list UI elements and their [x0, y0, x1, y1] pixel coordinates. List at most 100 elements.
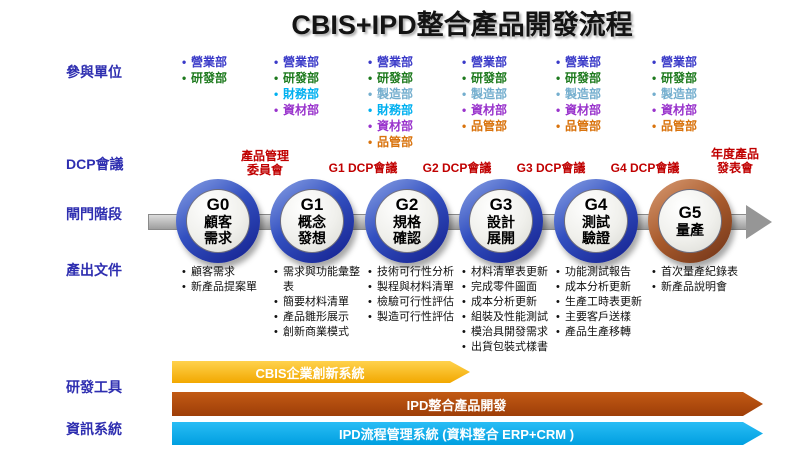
- bullet-icon: •: [652, 119, 657, 133]
- list-item-label: 資材部: [377, 119, 414, 133]
- bullet-icon: •: [652, 281, 656, 293]
- bullet-icon: •: [368, 266, 372, 278]
- gate-g3-face: G3 設計 展開: [469, 189, 533, 253]
- list-item-label: 財務部: [377, 103, 414, 117]
- dcp-event-g2-meeting: G2 DCP會議: [422, 161, 492, 175]
- list-item: • 財務部: [368, 102, 460, 118]
- departments-column-g0: • 營業部•研發部: [182, 54, 274, 86]
- bullet-icon: •: [274, 296, 278, 308]
- bar-label: CBIS企業創新系統: [255, 365, 365, 381]
- outputs-column-g3: •材料清單表更新•完成零件圖面•成本分析更新•組裝及性能測試•模治具開發需求•出…: [462, 265, 554, 355]
- list-item: •成本分析更新: [556, 280, 648, 295]
- list-item-label: 首次量產紀錄表: [661, 266, 738, 278]
- list-item-label: 檢驗可行性評估: [377, 296, 454, 308]
- gate-label: 測試 驗證: [582, 214, 610, 246]
- list-item-label: 組裝及性能測試: [471, 311, 548, 323]
- dcp-event-product-mgmt-committee: 產品管理 委員會: [240, 149, 290, 177]
- list-item-label: 研發部: [377, 71, 414, 85]
- list-item: •新產品提案單: [182, 280, 274, 295]
- list-item: •資材部: [274, 102, 366, 118]
- list-item-label: 出貨包裝式樣書: [471, 341, 548, 353]
- gate-label: 顧客 需求: [204, 214, 232, 246]
- bullet-icon: •: [556, 87, 561, 101]
- list-item-label: 營業部: [283, 55, 320, 69]
- bullet-icon: •: [274, 311, 278, 323]
- bullet-icon: •: [182, 55, 187, 69]
- bullet-icon: •: [368, 135, 373, 149]
- list-item-label: 製造部: [661, 87, 698, 101]
- bullet-icon: •: [462, 87, 467, 101]
- list-item: •完成零件圖面: [462, 280, 554, 295]
- departments-column-g2: •營業部•研發部•製造部•財務部•資材部•品管部: [368, 54, 460, 150]
- list-item: •模治具開發需求: [462, 325, 554, 340]
- list-item-label: 產品生產移轉: [565, 326, 631, 338]
- row-label-output-documents: 產出文件: [66, 262, 122, 278]
- bullet-icon: •: [556, 311, 560, 323]
- list-item-label: 研發部: [661, 71, 698, 85]
- list-item-label: 資材部: [471, 103, 508, 117]
- list-item: • 營業部: [182, 54, 274, 70]
- bullet-icon: •: [182, 266, 186, 278]
- gate-g2: G2 規格 確認: [365, 179, 449, 263]
- list-item: •檢驗可行性評估: [368, 295, 460, 310]
- gate-g5-face: G5 量產: [658, 189, 722, 253]
- outputs-column-g0: • 顧客需求 •新產品提案單: [182, 265, 274, 295]
- list-item: •研發部: [182, 70, 274, 86]
- bullet-icon: •: [182, 71, 187, 85]
- list-item: •生產工時表更新: [556, 295, 648, 310]
- bullet-icon: •: [182, 281, 186, 293]
- bullet-icon: •: [368, 311, 372, 323]
- list-item: •品管部: [462, 118, 554, 134]
- gate-g2-face: G2 規格 確認: [375, 189, 439, 253]
- process-track-arrowhead-icon: [746, 205, 772, 239]
- bullet-icon: •: [368, 281, 372, 293]
- bullet-icon: •: [274, 266, 278, 278]
- bullet-icon: •: [462, 103, 467, 117]
- list-item: •材料清單表更新: [462, 265, 554, 280]
- dcp-event-g4-meeting: G4 DCP會議: [610, 161, 680, 175]
- list-item: •研發部: [652, 70, 744, 86]
- list-item-label: 品管部: [377, 135, 414, 149]
- list-item: •簡要材料清單: [274, 295, 366, 310]
- gate-label: 量產: [676, 222, 704, 238]
- bar-cbis-innovation-system: CBIS企業創新系統: [172, 361, 470, 383]
- list-item-label: 技術可行性分析: [377, 266, 454, 278]
- bullet-icon: •: [368, 87, 373, 101]
- list-item-label: 資材部: [565, 103, 602, 117]
- bar-label: IPD整合產品開發: [406, 397, 507, 413]
- list-item-label: 顧客需求: [191, 266, 235, 278]
- bullet-icon: •: [556, 266, 560, 278]
- departments-column-g5: •營業部•研發部 • 製造部 • 資材部•品管部: [652, 54, 744, 134]
- outputs-column-g2: •技術可行性分析•製程與材料清單•檢驗可行性評估•製造可行性評估: [368, 265, 460, 325]
- list-item-label: 營業部: [191, 55, 228, 69]
- bullet-icon: •: [274, 87, 279, 101]
- bullet-icon: •: [556, 55, 561, 69]
- list-item: •製造部: [462, 86, 554, 102]
- list-item: •營業部: [652, 54, 744, 70]
- list-item-label: 資材部: [661, 103, 698, 117]
- bullet-icon: •: [462, 281, 466, 293]
- gate-id: G4: [584, 195, 608, 214]
- gate-g4-face: G4 測試 驗證: [564, 189, 628, 253]
- list-item-label: 成本分析更新: [471, 296, 537, 308]
- bullet-icon: •: [556, 281, 560, 293]
- bullet-icon: •: [274, 326, 278, 338]
- list-item: •新產品說明會: [652, 280, 744, 295]
- gate-g3: G3 設計 展開: [459, 179, 543, 263]
- bullet-icon: •: [368, 55, 373, 69]
- list-item-label: 生產工時表更新: [565, 296, 642, 308]
- bullet-icon: •: [274, 55, 279, 69]
- bullet-icon: •: [652, 103, 657, 117]
- outputs-column-g4: •功能測試報告•成本分析更新•生產工時表更新•主要客戶送樣•產品生產移轉: [556, 265, 648, 340]
- gate-label: 設計 展開: [487, 214, 515, 246]
- list-item: • 顧客需求: [182, 265, 274, 280]
- bullet-icon: •: [368, 71, 373, 85]
- list-item-label: 營業部: [661, 55, 698, 69]
- gate-id: G2: [395, 195, 419, 214]
- list-item-label: 研發部: [471, 71, 508, 85]
- list-item: •品管部: [652, 118, 744, 134]
- row-label-gate-stages: 閘門階段: [66, 206, 122, 222]
- bullet-icon: •: [368, 103, 373, 117]
- bullet-icon: •: [652, 266, 656, 278]
- gate-id: G0: [206, 195, 230, 214]
